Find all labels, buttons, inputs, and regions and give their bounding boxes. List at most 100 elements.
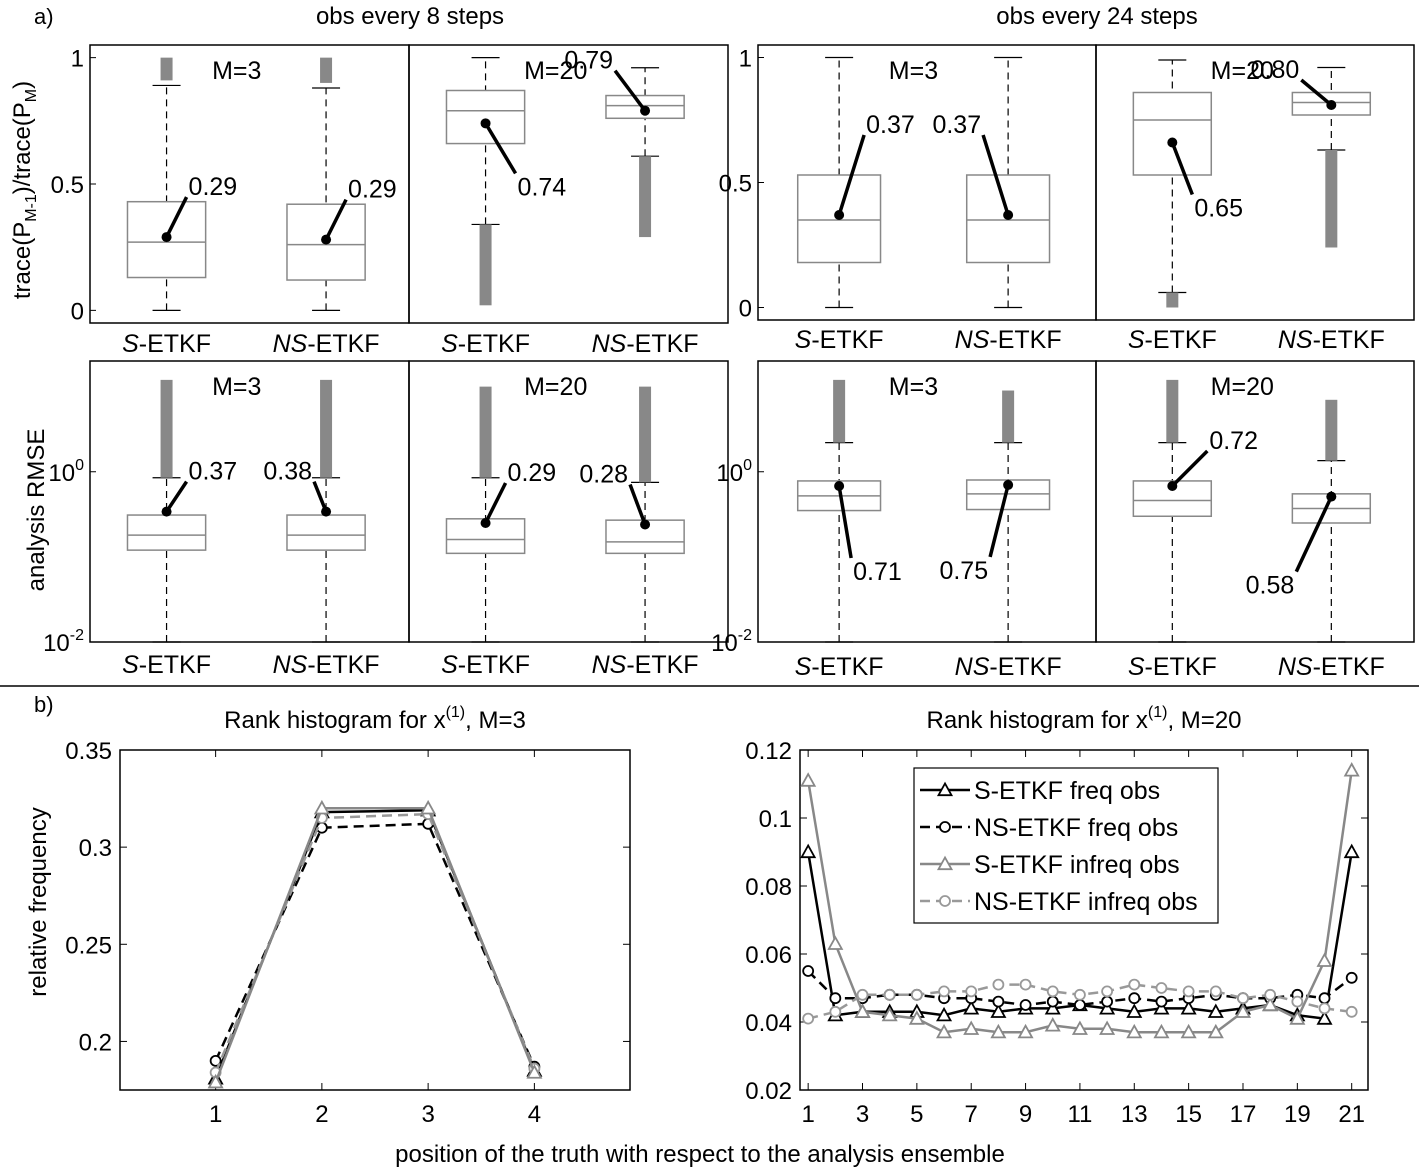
- series-marker-triangle: [800, 772, 817, 787]
- series-marker-circle: [1074, 999, 1086, 1011]
- series-marker-triangle: [963, 1020, 980, 1035]
- series-marker-circle: [829, 1005, 842, 1018]
- series-marker-triangle: [1126, 1003, 1143, 1018]
- series-marker-circle: [802, 1012, 815, 1025]
- series-marker-circle: [1182, 985, 1195, 998]
- mean-annotation-leader: [628, 483, 647, 526]
- series-marker-triangle: [1262, 996, 1279, 1012]
- series-marker-triangle: [1099, 1000, 1116, 1015]
- box-mean-dot: [321, 506, 332, 517]
- mean-value-label: 0.71: [853, 558, 902, 586]
- y-tick-label: 1: [739, 46, 752, 73]
- series-marker-circle: [938, 985, 950, 998]
- box-outlier-band: [639, 156, 652, 238]
- box-mean-dot: [640, 519, 651, 530]
- mean-value-label: 0.37: [189, 458, 238, 486]
- box-mean-dot: [161, 232, 172, 243]
- mean-value-label: 0.37: [932, 111, 981, 139]
- box-mean-dot: [1167, 481, 1178, 492]
- mean-value-label: 0.58: [1246, 572, 1295, 600]
- series-marker-circle: [965, 985, 978, 998]
- series-marker-circle: [1264, 988, 1277, 1001]
- mean-annotation-leader: [484, 122, 518, 175]
- series-marker-circle: [1101, 995, 1114, 1008]
- mean-annotation-leader: [1170, 141, 1194, 196]
- panel-m-label: M=3: [889, 373, 938, 401]
- series-marker-triangle: [526, 1064, 543, 1079]
- mean-value-label: 0.29: [189, 173, 238, 201]
- panel-m-label: M=3: [889, 57, 938, 85]
- legend-marker: [939, 821, 951, 833]
- series-marker-triangle: [1343, 762, 1360, 777]
- legend-entry-label: NS-ETKF freq obs: [974, 814, 1178, 842]
- series-marker-circle: [1155, 982, 1168, 994]
- box-mean-dot: [161, 506, 172, 517]
- box-panel-frame: [408, 44, 729, 324]
- series-marker-triangle: [1343, 843, 1360, 859]
- y-tick-label: 0.5: [719, 171, 752, 198]
- x-tick-label: 2: [315, 1101, 328, 1128]
- series-marker-circle: [992, 978, 1005, 991]
- series-marker-circle: [1318, 1002, 1331, 1015]
- box-outlier-band: [1325, 399, 1338, 461]
- y-tick-label: 0: [71, 298, 84, 325]
- box-outlier-band: [1002, 390, 1015, 443]
- mean-annotation-leader: [837, 134, 866, 216]
- mean-annotation-leader: [312, 480, 328, 513]
- box-mean-dot: [1003, 210, 1014, 220]
- series-marker-triangle: [963, 1000, 980, 1015]
- y-tick-label: 0.02: [745, 1078, 792, 1105]
- box-category-label: NS-ETKF: [955, 653, 1062, 681]
- legend-marker: [936, 781, 954, 797]
- y-tick-label: 0.12: [745, 738, 792, 765]
- series-marker-triangle: [1316, 952, 1333, 967]
- series-marker-circle: [1128, 978, 1141, 991]
- series-marker-triangle: [420, 799, 437, 815]
- x-tick-label: 7: [965, 1101, 978, 1128]
- y-tick-label: 0: [739, 296, 752, 323]
- y-tick-label: 0.04: [745, 1010, 792, 1037]
- box-outlier-band: [479, 386, 492, 478]
- mean-annotation-leader: [988, 484, 1010, 558]
- ylabel-trace-ratio: trace(PM-1)/trace(PM): [9, 81, 40, 299]
- series-marker-triangle: [827, 935, 844, 950]
- series-marker-triangle: [936, 1006, 953, 1022]
- series-marker-circle: [1209, 985, 1222, 998]
- box-category-label: S-ETKF: [441, 651, 530, 679]
- series-marker-triangle: [1180, 1023, 1197, 1039]
- box-mean-dot: [834, 210, 845, 220]
- legend-entry-label: NS-ETKF infreq obs: [974, 888, 1198, 916]
- ylabel-relative-frequency: relative frequency: [25, 807, 52, 996]
- y-tick-label: 0.08: [745, 874, 792, 901]
- box-category-label: S-ETKF: [1128, 326, 1217, 354]
- box-mean-dot: [480, 118, 491, 129]
- series-marker-triangle: [1153, 1000, 1170, 1015]
- panel-m-label: M=20: [1211, 57, 1274, 85]
- series-marker-triangle: [990, 1023, 1007, 1039]
- series-marker-circle: [1345, 971, 1358, 984]
- y-tick-label: 10-2: [711, 627, 752, 657]
- series-marker-circle: [1128, 992, 1141, 1005]
- box-mean-dot: [480, 518, 491, 529]
- mean-annotation-leader: [981, 134, 1010, 216]
- box-category-label: NS-ETKF: [273, 651, 380, 679]
- series-marker-circle: [1237, 992, 1249, 1005]
- panel-m-label: M=20: [1211, 373, 1274, 401]
- y-tick-label: 1: [71, 46, 84, 73]
- box-panel-frame: [1095, 360, 1415, 643]
- panel-m-label: M=20: [524, 373, 587, 401]
- mean-annotation-leader: [1300, 78, 1333, 107]
- series-marker-circle: [1019, 978, 1032, 991]
- column-title-right: obs every 24 steps: [996, 3, 1197, 30]
- box-mean-dot: [1003, 479, 1014, 490]
- xlabel-rank-position: position of the truth with respect to th…: [395, 1141, 1005, 1168]
- y-tick-label: 0.2: [79, 1029, 112, 1056]
- series-marker-triangle: [1180, 1000, 1197, 1015]
- series-marker-triangle: [207, 1073, 224, 1089]
- x-tick-label: 5: [910, 1101, 923, 1128]
- series-marker-triangle: [990, 1003, 1007, 1018]
- mean-annotation-leader: [1171, 449, 1209, 488]
- box-outlier-band: [320, 57, 333, 83]
- panel-m-label: M=20: [524, 57, 587, 85]
